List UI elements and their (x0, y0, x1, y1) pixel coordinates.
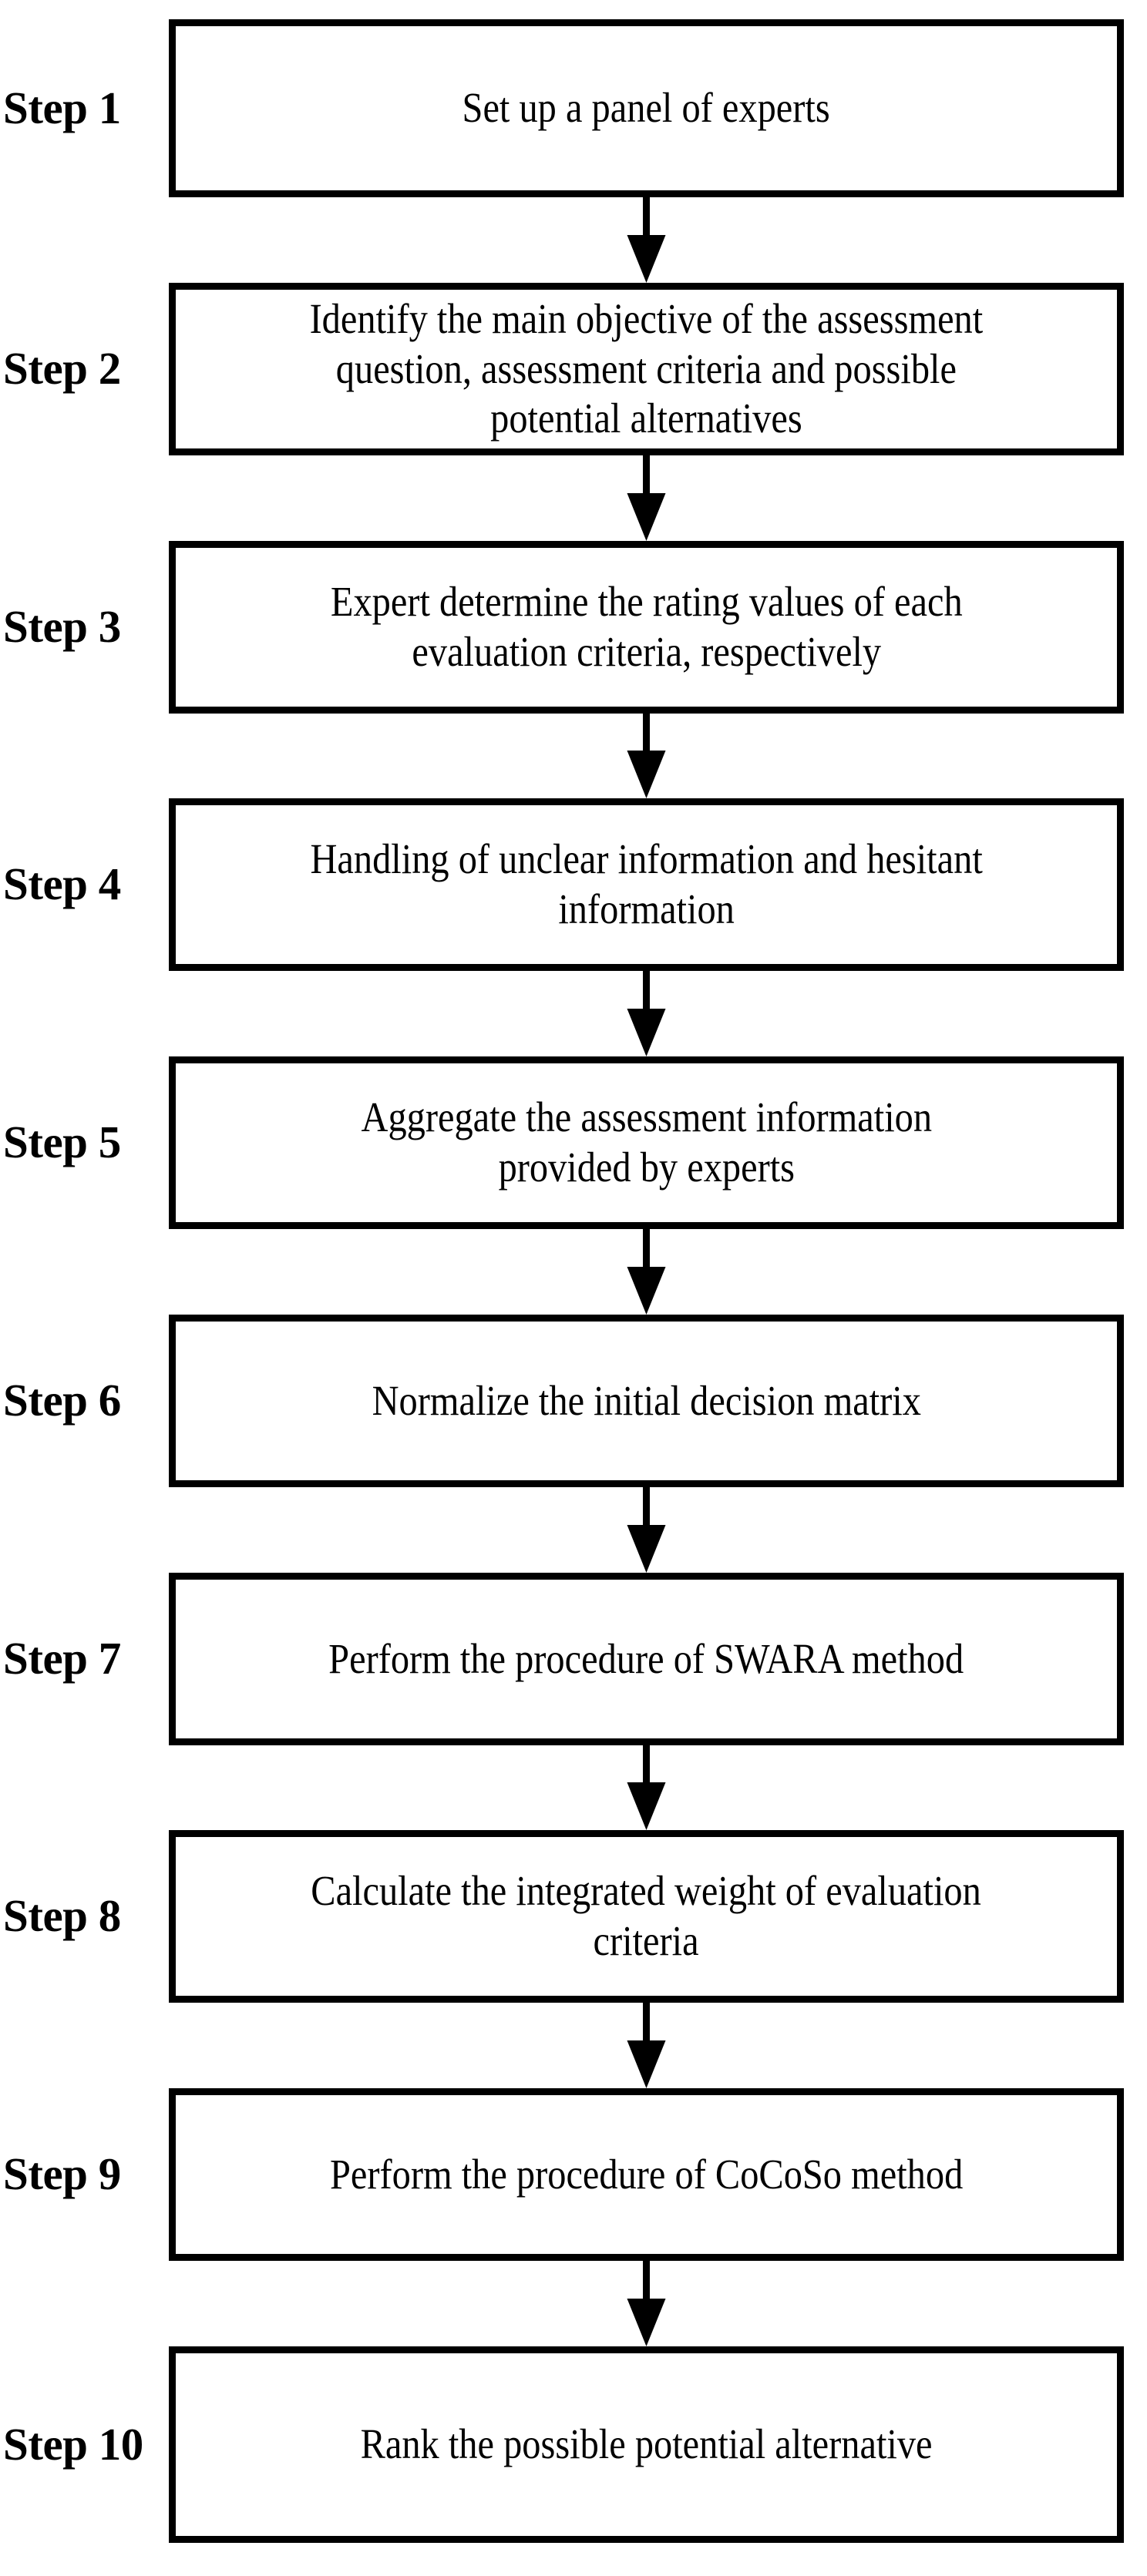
step-box-5[interactable]: Aggregate the assessment information pro… (169, 1056, 1124, 1229)
step-label-7: Step 7 (3, 1633, 121, 1684)
arrow-stem (643, 1229, 650, 1268)
connector-9-to-10 (0, 2261, 1147, 2346)
connector-8-to-9 (0, 2003, 1147, 2088)
step-box-7[interactable]: Perform the procedure of SWARA method (169, 1573, 1124, 1745)
step-label-2: Step 2 (3, 343, 121, 394)
connector-4-to-5 (0, 971, 1147, 1056)
step-box-3[interactable]: Expert determine the rating values of ea… (169, 541, 1124, 714)
down-arrow-icon (627, 1525, 666, 1573)
arrow-stem (643, 1745, 650, 1784)
arrow-stem (643, 1487, 650, 1526)
down-arrow-icon (627, 235, 666, 283)
down-arrow-icon (627, 1782, 666, 1830)
down-arrow-icon (627, 1267, 666, 1315)
down-arrow-icon (627, 2299, 666, 2346)
connector-2-to-3 (0, 455, 1147, 541)
arrow-stem (643, 2003, 650, 2042)
down-arrow-icon (627, 751, 666, 798)
step-box-2[interactable]: Identify the main objective of the asses… (169, 283, 1124, 455)
arrow-stem (643, 714, 650, 752)
step-box-9[interactable]: Perform the procedure of CoCoSo method (169, 2088, 1124, 2261)
arrow-stem (643, 197, 650, 237)
step-box-8[interactable]: Calculate the integrated weight of evalu… (169, 1830, 1124, 2003)
step-label-4: Step 4 (3, 858, 121, 909)
step-box-4[interactable]: Handling of unclear information and hesi… (169, 798, 1124, 971)
step-label-6: Step 6 (3, 1375, 121, 1426)
step-label-5: Step 5 (3, 1117, 121, 1167)
down-arrow-icon (627, 493, 666, 541)
step-box-text-2: Identify the main objective of the asses… (309, 294, 984, 442)
arrow-stem (643, 971, 650, 1010)
step-box-text-7: Perform the procedure of SWARA method (328, 1634, 964, 1682)
connector-1-to-2 (0, 197, 1147, 283)
down-arrow-icon (627, 1009, 666, 1056)
step-box-6[interactable]: Normalize the initial decision matrix (169, 1315, 1124, 1487)
connector-3-to-4 (0, 714, 1147, 798)
connector-5-to-6 (0, 1229, 1147, 1315)
step-box-text-1: Set up a panel of experts (462, 84, 831, 132)
step-label-3: Step 3 (3, 601, 121, 652)
connector-7-to-8 (0, 1745, 1147, 1830)
step-box-text-10: Rank the possible potential alternative (360, 2420, 933, 2468)
step-box-text-6: Normalize the initial decision matrix (372, 1376, 921, 1424)
step-label-1: Step 1 (3, 82, 121, 133)
step-box-text-8: Calculate the integrated weight of evalu… (311, 1867, 982, 1964)
step-box-text-5: Aggregate the assessment information pro… (361, 1093, 932, 1191)
step-label-9: Step 9 (3, 2148, 121, 2199)
down-arrow-icon (627, 2040, 666, 2088)
step-box-10[interactable]: Rank the possible potential alternative (169, 2346, 1124, 2543)
step-box-text-4: Handling of unclear information and hesi… (310, 835, 983, 932)
step-label-8: Step 8 (3, 1890, 121, 1941)
step-box-text-3: Expert determine the rating values of ea… (330, 578, 963, 675)
step-box-text-9: Perform the procedure of CoCoSo method (329, 2150, 964, 2198)
arrow-stem (643, 2261, 650, 2300)
arrow-stem (643, 455, 650, 495)
step-label-10: Step 10 (3, 2418, 143, 2470)
step-box-1[interactable]: Set up a panel of experts (169, 19, 1124, 197)
connector-6-to-7 (0, 1487, 1147, 1573)
